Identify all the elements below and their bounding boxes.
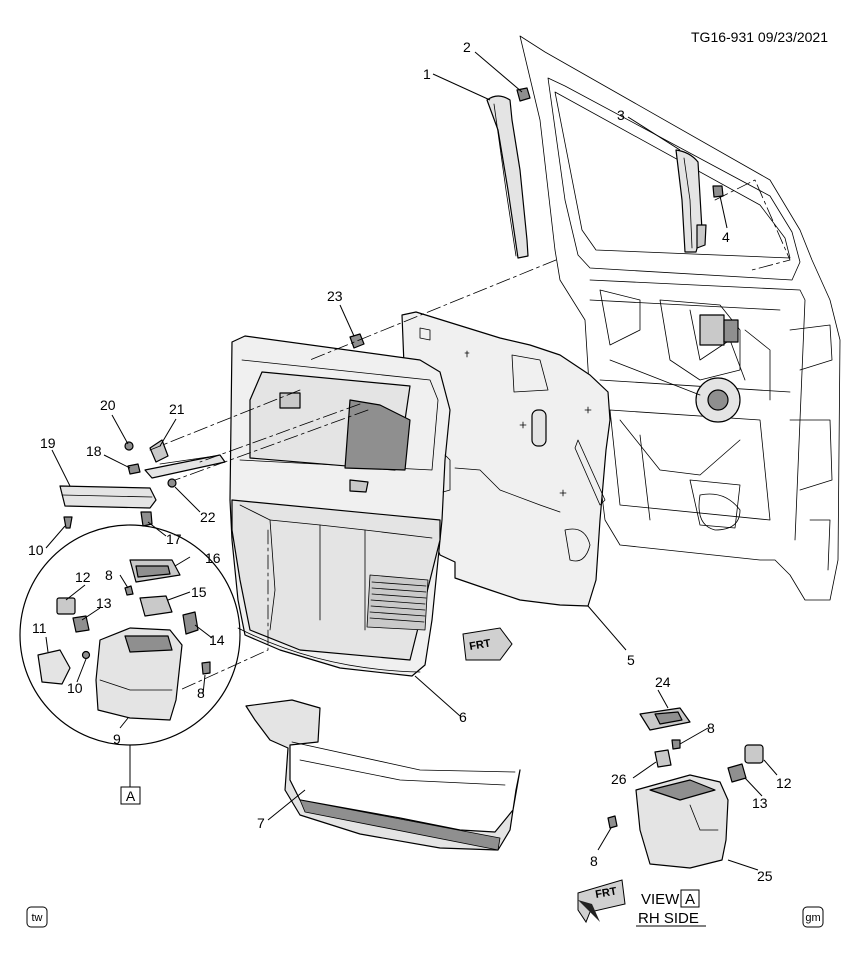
callout-26: 26 <box>611 771 627 787</box>
view-label-letter: A <box>685 891 695 908</box>
callout-5: 5 <box>627 652 635 668</box>
frt-direction-arrow-2: FRT <box>577 879 626 924</box>
view-label: VIEW A RH SIDE <box>636 889 706 927</box>
callout-20: 20 <box>100 397 116 413</box>
callout-2: 2 <box>463 39 471 55</box>
callout-23: 23 <box>327 288 343 304</box>
callout-15: 15 <box>191 584 207 600</box>
svg-text:FRT: FRT <box>594 885 617 901</box>
part-21-handle-bracket <box>144 439 226 479</box>
part-1-upper-trim-molding <box>486 95 529 259</box>
callout-1: 1 <box>423 66 431 82</box>
part-12-rh-switch <box>744 744 764 764</box>
part-10-screw <box>63 516 73 529</box>
svg-text:gm: gm <box>805 912 820 924</box>
callout-10-circle: 10 <box>67 680 83 696</box>
callout-12-rh: 12 <box>776 775 792 791</box>
part-26-rh-switch <box>654 749 672 768</box>
callout-16: 16 <box>205 550 221 566</box>
callout-labels: 1 2 3 4 5 6 7 23 20 21 18 19 22 17 10 16… <box>28 39 792 884</box>
callout-9: 9 <box>113 731 121 747</box>
part-25-rh-bezel-housing <box>635 774 729 869</box>
svg-text:A: A <box>126 788 136 804</box>
part-2-clip <box>516 87 531 102</box>
badge-tw: tw <box>26 906 48 928</box>
callout-24: 24 <box>655 674 671 690</box>
figure-id: TG16-931 09/23/2021 <box>691 29 828 45</box>
part-18-clip <box>127 463 141 475</box>
callout-7: 7 <box>257 815 265 831</box>
callout-4: 4 <box>722 229 730 245</box>
svg-text:FRT: FRT <box>468 637 491 653</box>
callout-22: 22 <box>200 509 216 525</box>
part-20-screw <box>124 441 134 451</box>
view-label-word: VIEW <box>641 891 680 908</box>
callout-13-circle: 13 <box>96 595 112 611</box>
callout-19: 19 <box>40 435 56 451</box>
part-3-trim-molding <box>675 149 707 253</box>
part-24-rh-switch-bezel <box>639 707 691 731</box>
callout-14: 14 <box>209 632 225 648</box>
callout-8-circle-right: 8 <box>197 685 205 701</box>
callout-10-top: 10 <box>28 542 44 558</box>
callout-8-circle-top: 8 <box>105 567 113 583</box>
callout-8-rh-bottom: 8 <box>590 853 598 869</box>
callout-12-circle: 12 <box>75 569 91 585</box>
part-8-rh-screw <box>671 739 681 750</box>
part-7-armrest-lower-trim <box>245 699 521 851</box>
svg-text:tw: tw <box>32 912 43 924</box>
part-4-clip <box>712 185 724 198</box>
callout-6: 6 <box>459 709 467 725</box>
callout-13-rh: 13 <box>752 795 768 811</box>
callout-3: 3 <box>617 107 625 123</box>
part-6-door-trim-panel <box>229 335 451 677</box>
callout-8-rh-top: 8 <box>707 720 715 736</box>
callout-11: 11 <box>32 620 47 636</box>
view-a-reference-box: A <box>120 786 141 805</box>
door-frame <box>519 35 841 601</box>
callout-17: 17 <box>166 531 182 547</box>
leader-lines <box>45 51 778 871</box>
badge-gm: gm <box>802 906 824 928</box>
part-22-screw <box>167 478 177 488</box>
part-8-rh-screw-lower <box>607 815 618 829</box>
part-19-pull-handle <box>59 485 157 509</box>
part-13-rh-switch <box>727 763 747 783</box>
callout-25: 25 <box>757 868 773 884</box>
callout-18: 18 <box>86 443 102 459</box>
frt-direction-arrow-1: FRT <box>462 627 513 661</box>
part-23-clip <box>349 333 365 349</box>
view-label-side: RH SIDE <box>638 910 699 927</box>
callout-21: 21 <box>169 401 185 417</box>
alignment-lines <box>149 179 791 691</box>
